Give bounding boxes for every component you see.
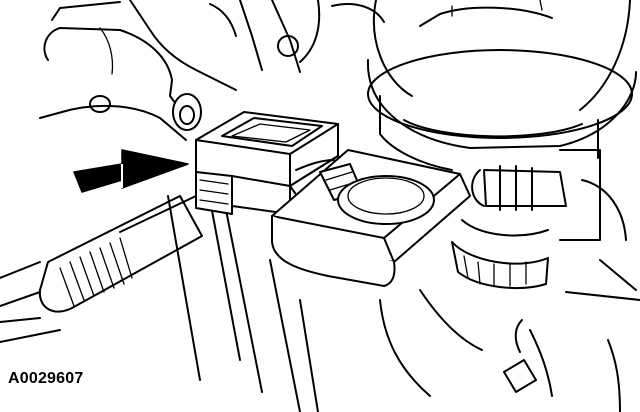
figure-reference-id: A0029607 [8,370,84,387]
right-side-components [379,149,640,412]
canister-cap [366,0,637,171]
arrow-right-icon [73,149,189,193]
threaded-rod [0,195,203,343]
sensor-body [271,149,471,287]
bolt-head [172,93,202,131]
mounting-hole [89,95,111,113]
engine-block-outline [39,0,385,141]
intake-tube [167,195,319,412]
